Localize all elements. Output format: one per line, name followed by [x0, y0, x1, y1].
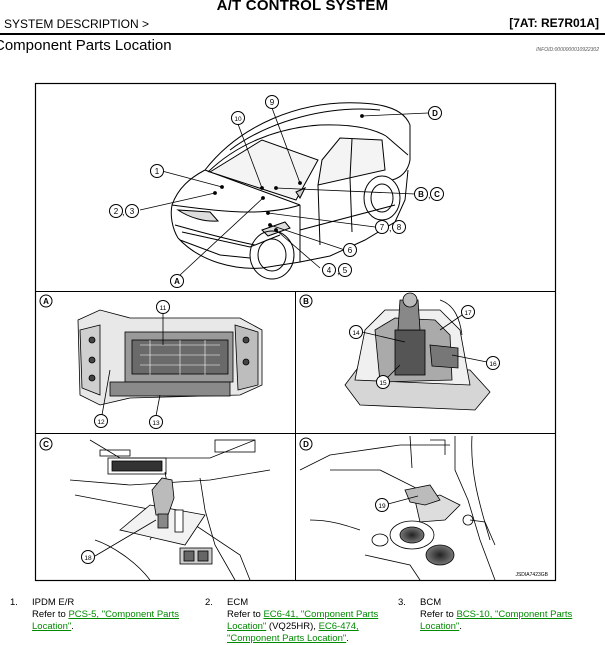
callout-1: 1 — [150, 164, 164, 178]
svg-text:A: A — [43, 297, 49, 306]
svg-text:C: C — [434, 190, 440, 199]
callout-6: 6 — [343, 243, 357, 257]
panel-d-leader-lines — [387, 495, 419, 505]
panel-labels: A B C D — [39, 294, 313, 451]
item-number: 1. — [10, 597, 18, 608]
image-id: JSDIA7423GB — [515, 572, 548, 578]
panel-c-leader-lines — [94, 519, 157, 557]
svg-text:13: 13 — [152, 420, 160, 427]
callout-13: 13 — [149, 415, 163, 429]
ref-link-ec6-474-cont[interactable]: "Component Parts Location" — [227, 633, 347, 644]
panel-label-c: C — [39, 437, 53, 451]
ref-link-ec6-41[interactable]: EC6-41, "Component Parts — [263, 609, 379, 620]
svg-text:5: 5 — [343, 266, 348, 275]
sep-7-8: , — [389, 223, 392, 233]
item-number: 2. — [205, 597, 213, 608]
callout-3: 3 — [125, 204, 139, 218]
sep-b-c: , — [428, 190, 431, 200]
panel-label-d: D — [299, 437, 313, 451]
svg-text:17: 17 — [464, 310, 472, 317]
callout-15: 15 — [376, 375, 390, 389]
shifter-assembly-illustration — [344, 292, 491, 411]
ref-link-ec6-41-cont[interactable]: Location" — [227, 621, 267, 632]
section-title: Component Parts Location — [0, 37, 172, 54]
svg-text:A: A — [174, 277, 180, 286]
ref-link-pcs5[interactable]: PCS-5, "Component Parts — [68, 609, 179, 620]
panel-label-a: A — [39, 294, 53, 308]
svg-text:16: 16 — [489, 361, 497, 368]
svg-text:1: 1 — [155, 167, 160, 176]
header-rule — [0, 33, 605, 35]
callout-11: 11 — [156, 300, 170, 314]
svg-text:3: 3 — [130, 207, 135, 216]
svg-text:8: 8 — [397, 223, 402, 232]
bcm-location-illustration — [299, 435, 496, 581]
model-code: [7AT: RE7R01A] — [509, 16, 599, 30]
svg-text:12: 12 — [97, 419, 105, 426]
svg-text:18: 18 — [84, 555, 92, 562]
item-name: BCM — [420, 597, 442, 608]
callout-c: C — [430, 187, 444, 201]
transmission-illustration — [77, 309, 263, 406]
svg-text:4: 4 — [327, 266, 332, 275]
info-id: INFOID:0000000010922302 — [536, 47, 599, 53]
ref-link-ec6-474[interactable]: EC6-474, — [318, 621, 359, 632]
svg-text:19: 19 — [378, 503, 386, 510]
breadcrumb[interactable]: SYSTEM DESCRIPTION > — [4, 17, 150, 31]
callout-17: 17 — [461, 305, 475, 319]
callout-10: 10 — [231, 111, 245, 125]
callout-12: 12 — [94, 414, 108, 428]
sep-4-5: , — [337, 266, 340, 276]
callout-8: 8 — [392, 220, 406, 234]
car-leader-lines — [139, 107, 429, 276]
ref-link-bcs10-cont[interactable]: Location" — [420, 621, 460, 632]
vehicle-illustration — [170, 102, 411, 280]
panel-label-b: B — [299, 294, 313, 308]
svg-text:9: 9 — [270, 98, 275, 107]
svg-text:14: 14 — [352, 330, 360, 337]
callout-16: 16 — [486, 356, 500, 370]
item-number: 3. — [398, 597, 406, 608]
svg-text:2: 2 — [114, 207, 119, 216]
item-name: IPDM E/R — [32, 597, 75, 608]
ref-link-pcs5-cont[interactable]: Location" — [32, 621, 72, 632]
ref-link-bcs10[interactable]: BCS-10, "Component Parts — [456, 609, 573, 620]
callout-2: 2 — [109, 204, 123, 218]
document-title: A/T CONTROL SYSTEM — [216, 0, 389, 14]
panel-b-leader-lines — [361, 314, 488, 383]
panel-a-leader-lines — [101, 312, 164, 417]
svg-text:7: 7 — [380, 223, 385, 232]
callout-19: 19 — [375, 498, 389, 512]
callout-5: 5 — [338, 263, 352, 277]
svg-text:B: B — [303, 297, 309, 306]
callout-18: 18 — [81, 550, 95, 564]
svg-text:10: 10 — [234, 116, 242, 123]
svg-text:C: C — [43, 440, 49, 449]
item-name: ECM — [227, 597, 249, 608]
callout-7: 7 — [375, 220, 389, 234]
callout-d: D — [428, 106, 442, 120]
svg-text:11: 11 — [160, 305, 167, 312]
svg-text:D: D — [303, 440, 309, 449]
callout-14: 14 — [349, 325, 363, 339]
svg-text:15: 15 — [379, 380, 387, 387]
console-shifter-illustration — [69, 439, 271, 581]
svg-text:6: 6 — [348, 246, 353, 255]
callout-b: B — [414, 187, 428, 201]
svg-text:B: B — [418, 190, 424, 199]
sep-2-3: , — [122, 207, 125, 217]
callout-9: 9 — [265, 95, 279, 109]
callout-a: A — [170, 274, 184, 288]
callout-4: 4 — [322, 263, 336, 277]
svg-text:D: D — [432, 109, 438, 118]
